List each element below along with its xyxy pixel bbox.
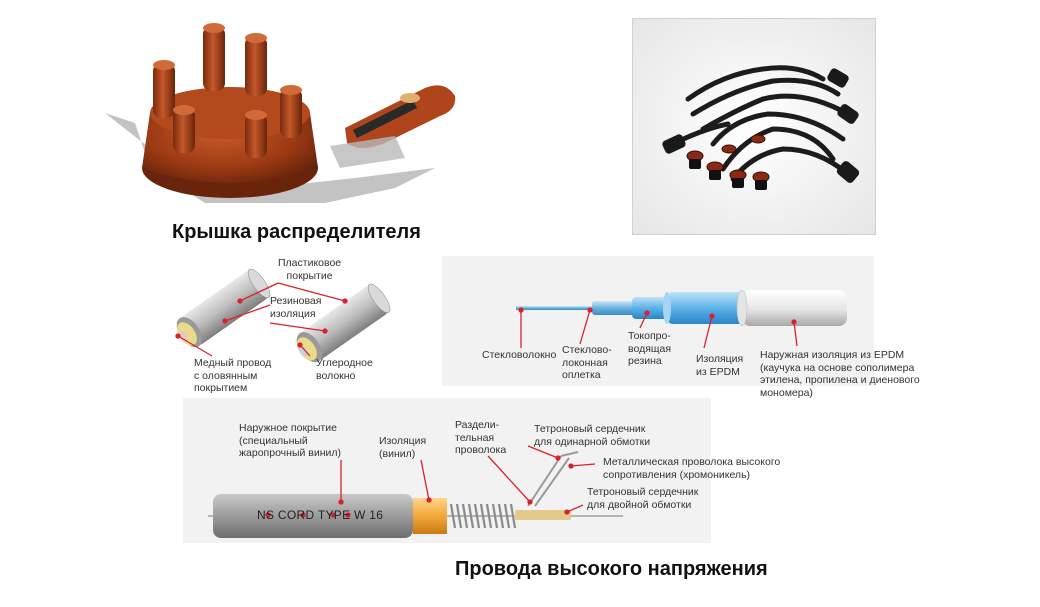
caption-hv-wires: Провода высокого напряжения (455, 558, 768, 580)
wire-structure-diagram-3: NS CORD TYPE W 16 Наружное покрытие(спец… (183, 398, 780, 543)
label-fiberglass: Стекловолокно (482, 349, 557, 361)
cable-print-text: NS CORD TYPE W 16 (257, 508, 384, 522)
caption-distributor-cap: Крышка распределителя (172, 221, 421, 243)
wire-set-photo (632, 18, 876, 235)
label-insulation-vinyl: Изоляция(винил) (379, 435, 427, 460)
distributor-cap-photo (95, 18, 475, 218)
label-outer-epdm: Наружная изоляция из EPDM(каучука на осн… (760, 349, 920, 399)
